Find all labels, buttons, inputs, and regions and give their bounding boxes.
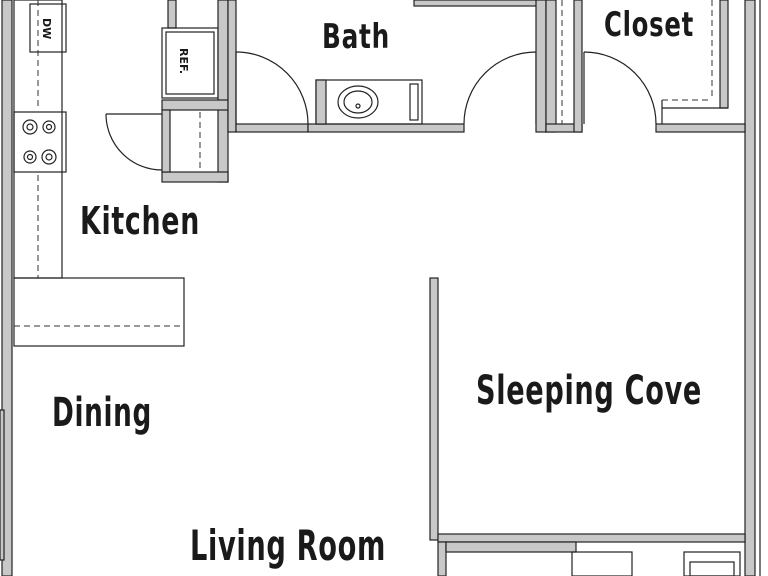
bath-wall-bottom-left <box>235 123 309 133</box>
lower-wall-step <box>445 541 577 553</box>
exterior-wall-left <box>1 0 13 576</box>
vanity-side <box>315 79 327 125</box>
pantry-wall-inner <box>161 109 171 173</box>
burner-2 <box>42 120 56 134</box>
sleeping-cove-bottom-wall <box>437 533 746 543</box>
room-label-closet: Closet <box>604 5 694 45</box>
bath-wall-bottom-right <box>307 123 465 133</box>
burner-3-inner <box>26 153 34 161</box>
bath-wall-left <box>227 0 237 133</box>
closet-wall-right-inner <box>719 0 729 109</box>
pantry-wall-mid <box>161 99 229 111</box>
bath-door-swing <box>235 51 309 125</box>
lower-wall-left <box>437 541 447 576</box>
bath-sink-inner <box>343 90 373 114</box>
burner-4 <box>41 149 57 165</box>
room-label-bath: Bath <box>322 17 390 57</box>
closet-wall-left <box>535 0 547 133</box>
hall-door-swing <box>463 51 537 125</box>
exterior-wall-right <box>744 0 756 576</box>
bath-sink <box>337 85 379 119</box>
dishwasher-label: DW <box>40 18 53 39</box>
burner-3 <box>23 150 37 164</box>
pantry-wall-right <box>217 0 229 183</box>
closet-wall-left-2 <box>545 0 557 133</box>
room-label-kitchen: Kitchen <box>80 199 200 243</box>
vanity-side-right <box>409 83 419 121</box>
room-label-sleeping-cove: Sleeping Cove <box>476 368 702 414</box>
closet-wall-bottom-right <box>655 123 746 133</box>
range <box>13 111 67 173</box>
closet-wall-inner <box>573 0 583 133</box>
kitchen-peninsula <box>13 277 185 347</box>
burner-4-inner <box>45 153 53 161</box>
pantry-wall-bottom <box>161 171 229 183</box>
lower-fixture-2-inner <box>689 561 735 576</box>
lower-fixture <box>571 551 633 576</box>
burner-2-inner <box>45 123 53 131</box>
lower-fixture-2 <box>683 551 741 576</box>
burner-1-inner <box>26 123 34 131</box>
sink-drain <box>355 103 361 109</box>
closet-door-swing <box>583 51 657 125</box>
bath-wall-top-fragment <box>413 0 545 7</box>
pantry-door-swing <box>105 113 163 171</box>
refrigerator-inner <box>165 31 215 95</box>
pantry-wall-top <box>167 0 177 29</box>
dishwasher <box>29 3 67 53</box>
room-label-dining: Dining <box>52 390 152 436</box>
refrigerator-label: REF. <box>177 48 190 74</box>
vanity <box>315 79 423 125</box>
window-left <box>0 409 5 561</box>
sleeping-cove-partition <box>429 277 439 541</box>
burner-1 <box>22 119 38 135</box>
room-label-living-room: Living Room <box>190 521 386 570</box>
